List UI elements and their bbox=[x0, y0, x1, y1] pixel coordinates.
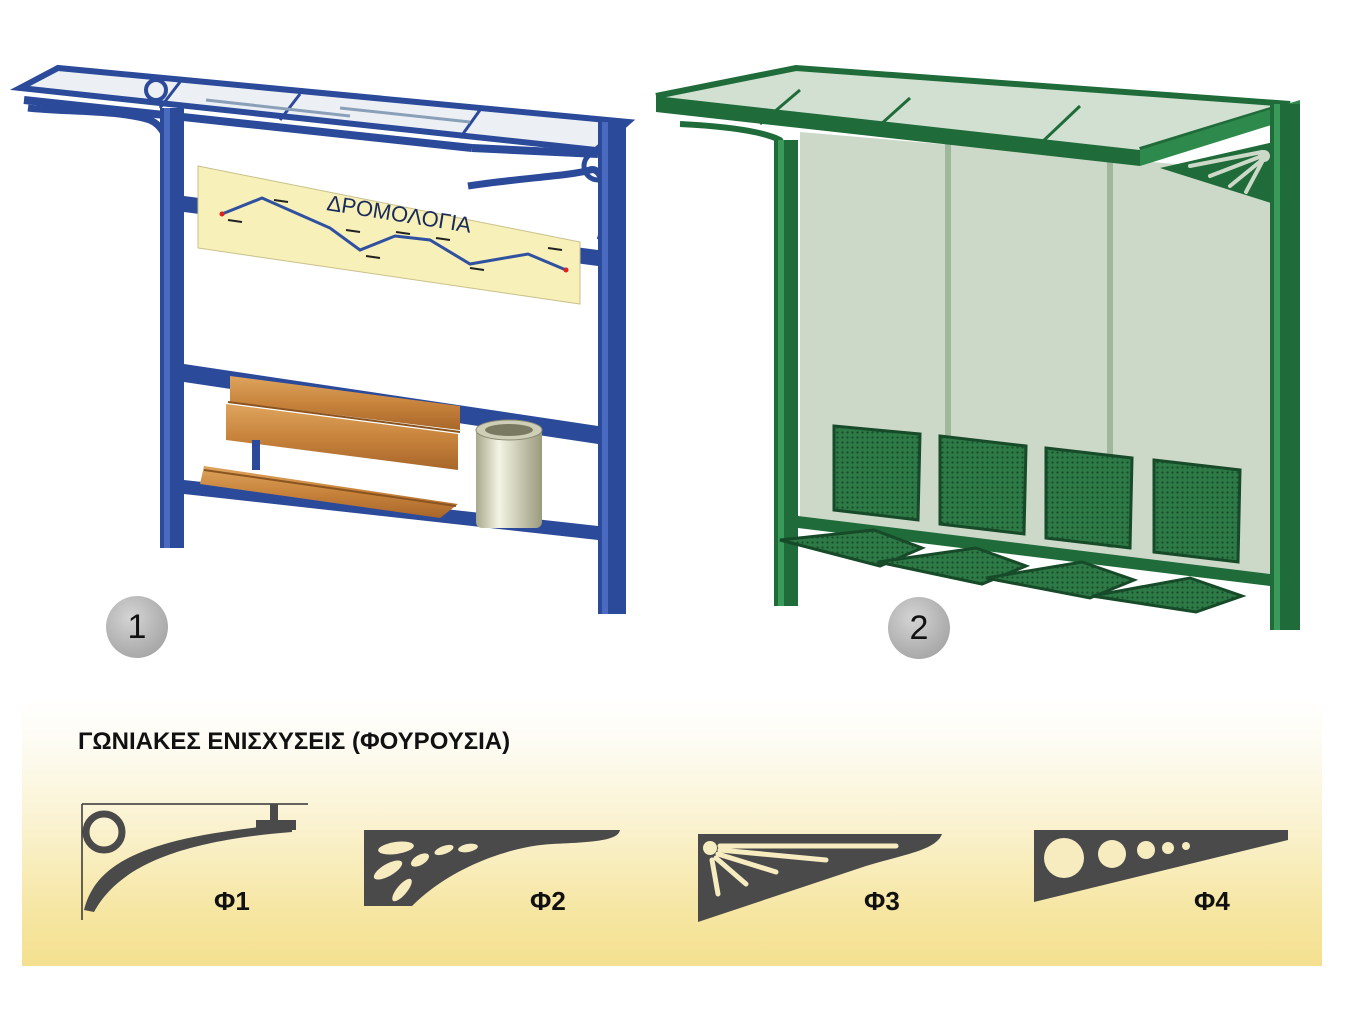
bracket-f2-diagram bbox=[364, 830, 620, 906]
shelter-1-number-badge: 1 bbox=[106, 596, 168, 658]
bracket-f3-diagram bbox=[698, 834, 942, 922]
bracket-f1-diagram bbox=[81, 803, 308, 920]
shelter-2 bbox=[655, 64, 1300, 630]
shelters-scene: ΔΡΟΜΟΛΟΓΙΑ bbox=[9, 64, 1300, 630]
seat-4 bbox=[1091, 458, 1247, 614]
shelter-1: ΔΡΟΜΟΛΟΓΙΑ bbox=[9, 64, 636, 614]
seat-1 bbox=[779, 424, 927, 568]
trash-bin bbox=[475, 419, 543, 528]
shelter-2-number-badge: 2 bbox=[888, 597, 950, 659]
corner-brackets-panel: ΓΩΝΙΑΚΕΣ ΕΝΙΣΧΥΣΕΙΣ (ΦΟΥΡΟΥΣΙΑ) Φ1 Φ2 Φ3 bbox=[22, 698, 1322, 966]
bracket-f1-label: Φ1 bbox=[214, 886, 250, 916]
perforated-seats bbox=[779, 424, 1247, 614]
bracket-f4-label: Φ4 bbox=[1194, 886, 1230, 916]
bracket-f3-label: Φ3 bbox=[864, 886, 900, 916]
shelter-2-ornament-bracket bbox=[1160, 142, 1274, 204]
panel-title: ΓΩΝΙΑΚΕΣ ΕΝΙΣΧΥΣΕΙΣ (ΦΟΥΡΟΥΣΙΑ) bbox=[78, 728, 511, 755]
seat-2 bbox=[877, 434, 1031, 586]
bracket-f4-diagram bbox=[1034, 830, 1288, 902]
shelter-2-roof bbox=[655, 64, 1300, 166]
seat-3 bbox=[985, 446, 1139, 600]
bracket-f2-label: Φ2 bbox=[530, 886, 566, 916]
shelter-1-roof bbox=[9, 64, 636, 158]
wooden-bench bbox=[200, 376, 461, 518]
timetable-sign: ΔΡΟΜΟΛΟΓΙΑ bbox=[197, 165, 581, 305]
